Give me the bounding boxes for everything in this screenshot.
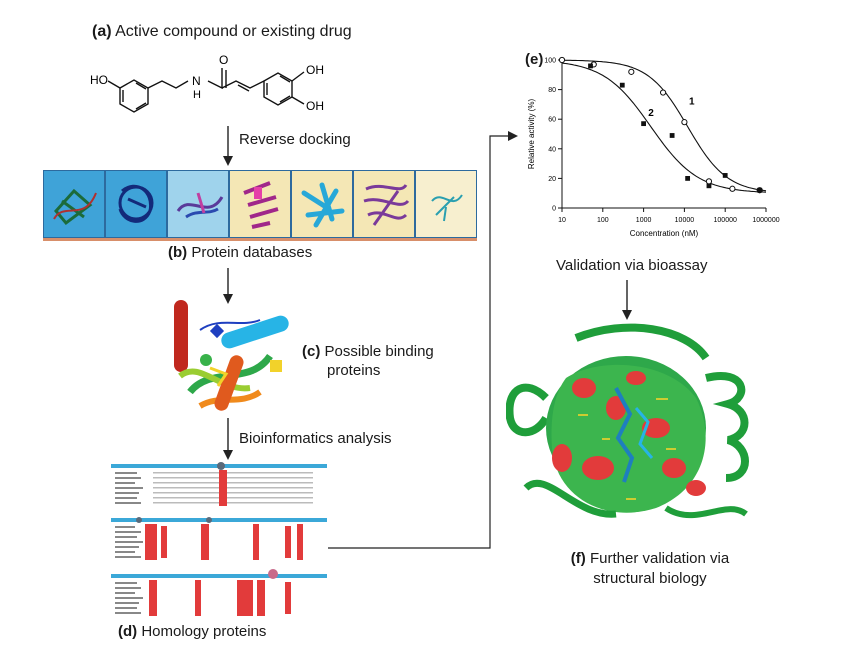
series-1-point xyxy=(659,89,667,96)
structural-biology-image xyxy=(506,323,749,519)
y-tick-label: 60 xyxy=(548,117,556,124)
series-1-point xyxy=(681,119,688,126)
db-protein-2 xyxy=(106,171,168,237)
mol-n: N xyxy=(192,74,201,88)
label-d: (d) Homology proteins xyxy=(118,623,266,640)
db-protein-6 xyxy=(354,171,416,237)
db-protein-5 xyxy=(292,171,354,237)
mol-oh2: OH xyxy=(306,99,324,113)
series-1-point xyxy=(558,56,566,64)
x-tick-label: 100 xyxy=(597,217,609,224)
label-d-text: Homology proteins xyxy=(141,623,267,640)
db-protein-3 xyxy=(168,171,230,237)
arrow-a-to-b xyxy=(223,126,233,166)
x-tick-label: 10000 xyxy=(675,217,695,224)
mol-ho: HO xyxy=(90,73,108,87)
label-f-text-1: Further validation via xyxy=(589,550,730,567)
label-bioinformatics: Bioinformatics analysis xyxy=(239,430,392,447)
label-f-line-2: structural biology xyxy=(593,570,707,587)
label-c-text-1: Possible binding xyxy=(324,343,434,360)
label-a-tag: (a) xyxy=(92,23,112,40)
label-b: (b) Protein databases xyxy=(168,244,312,261)
series-1-point xyxy=(705,178,713,185)
arrow-c-to-d xyxy=(223,418,233,460)
bioassay-chart: 10 100 1000 10000 100000 1000000 0 20 40 60 80 100C… xyxy=(527,56,780,238)
label-validation-bioassay: Validation via bioassay xyxy=(556,257,708,274)
series-2-point xyxy=(619,82,625,88)
mol-h: H xyxy=(193,89,201,101)
arrow-b-to-c xyxy=(223,268,233,304)
label-a-text: Active compound or existing drug xyxy=(115,23,352,40)
arrow-d-to-e xyxy=(328,131,518,549)
label-f: (f) Further validation via xyxy=(540,550,760,567)
series-1-label: 1 xyxy=(689,96,695,107)
series-1-point xyxy=(729,185,736,192)
db-protein-4 xyxy=(230,171,292,237)
x-tick-label: 1000000 xyxy=(752,217,779,224)
series-2-point xyxy=(641,121,646,127)
y-tick-label: 40 xyxy=(548,146,556,153)
mol-oh1: OH xyxy=(306,63,324,77)
y-tick-label: 80 xyxy=(548,87,556,94)
arrow-e-to-f xyxy=(622,280,632,320)
label-e-tag: (e) xyxy=(525,51,544,68)
label-c-line-2: proteins xyxy=(327,362,381,379)
fit-curve-1 xyxy=(562,59,767,192)
binding-protein-illustration xyxy=(174,300,289,411)
series-2-point xyxy=(722,173,728,178)
x-axis-label: Concentration (nM) xyxy=(630,229,699,238)
mol-o: O xyxy=(219,53,228,67)
x-tick-label: 100000 xyxy=(714,217,737,224)
series-2-point xyxy=(685,176,691,181)
series-2-point xyxy=(669,133,675,138)
label-a: (a) Active compound or existing drug xyxy=(92,23,352,41)
y-tick-label: 0 xyxy=(552,206,556,213)
x-tick-label: 1000 xyxy=(636,217,652,224)
label-d-tag: (d) xyxy=(118,623,138,640)
x-tick-label: 10 xyxy=(558,217,566,224)
molecule-structure: HO N H O OH OH xyxy=(90,53,324,113)
label-c-tag: (c) xyxy=(302,343,321,360)
series-2-point xyxy=(588,63,593,69)
label-b-tag: (b) xyxy=(168,244,188,261)
label-c: (c) Possible binding xyxy=(302,343,434,360)
y-tick-label: 20 xyxy=(548,176,556,183)
fit-curve-2 xyxy=(561,62,767,193)
db-protein-1 xyxy=(44,171,106,237)
alignment-panels xyxy=(111,462,327,616)
series-2-label: 2 xyxy=(648,108,654,119)
label-f-tag: (f) xyxy=(570,550,586,567)
db-protein-7 xyxy=(416,171,476,237)
y-tick-label: 100 xyxy=(544,58,556,65)
series-2-point xyxy=(706,183,712,189)
label-reverse-docking: Reverse docking xyxy=(239,131,351,148)
y-axis-label: Relative activity (%) xyxy=(527,99,536,170)
series-2-point xyxy=(757,187,763,193)
series-1-point xyxy=(628,68,635,75)
label-b-text: Protein databases xyxy=(191,244,313,261)
